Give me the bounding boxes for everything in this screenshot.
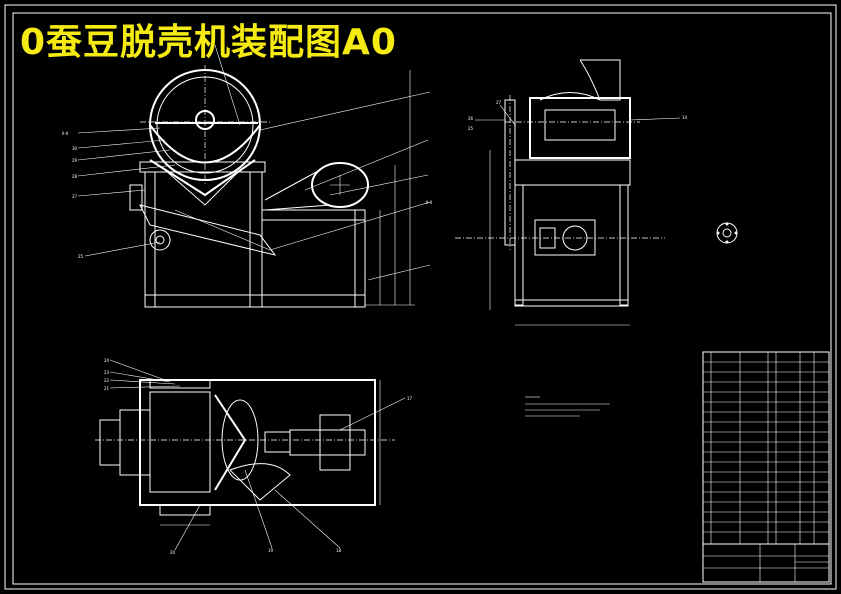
technical-notes (525, 396, 610, 417)
svg-text:22: 22 (104, 378, 110, 383)
side-view: 26 25 14 27 (455, 59, 688, 326)
svg-text:27: 27 (72, 194, 78, 199)
svg-text:14: 14 (682, 115, 688, 120)
svg-text:25: 25 (468, 126, 474, 131)
svg-text:26: 26 (468, 116, 474, 121)
svg-text:19: 19 (268, 548, 274, 553)
svg-text:18: 18 (336, 548, 342, 553)
svg-text:17: 17 (407, 396, 413, 401)
svg-text:30: 30 (72, 146, 78, 151)
svg-text:II-II: II-II (62, 131, 68, 136)
svg-text:24: 24 (104, 358, 110, 363)
drawing-title: 0蚕豆脱壳机装配图A0 (20, 22, 397, 63)
svg-text:25: 25 (78, 254, 84, 259)
svg-text:27: 27 (496, 100, 502, 105)
front-view: II-II 30 29 28 27 25 II-II (62, 44, 432, 308)
svg-text:21: 21 (104, 386, 110, 391)
svg-text:23: 23 (104, 370, 110, 375)
svg-text:20: 20 (170, 550, 176, 555)
outer-border (4, 4, 837, 590)
top-view: 24 23 22 21 20 19 18 17 (95, 358, 413, 555)
svg-text:29: 29 (72, 158, 78, 163)
detail-flange (716, 222, 738, 244)
svg-text:28: 28 (72, 174, 78, 179)
svg-text:II-II: II-II (426, 200, 432, 205)
parts-list-table (702, 351, 830, 583)
inner-frame (12, 12, 832, 585)
